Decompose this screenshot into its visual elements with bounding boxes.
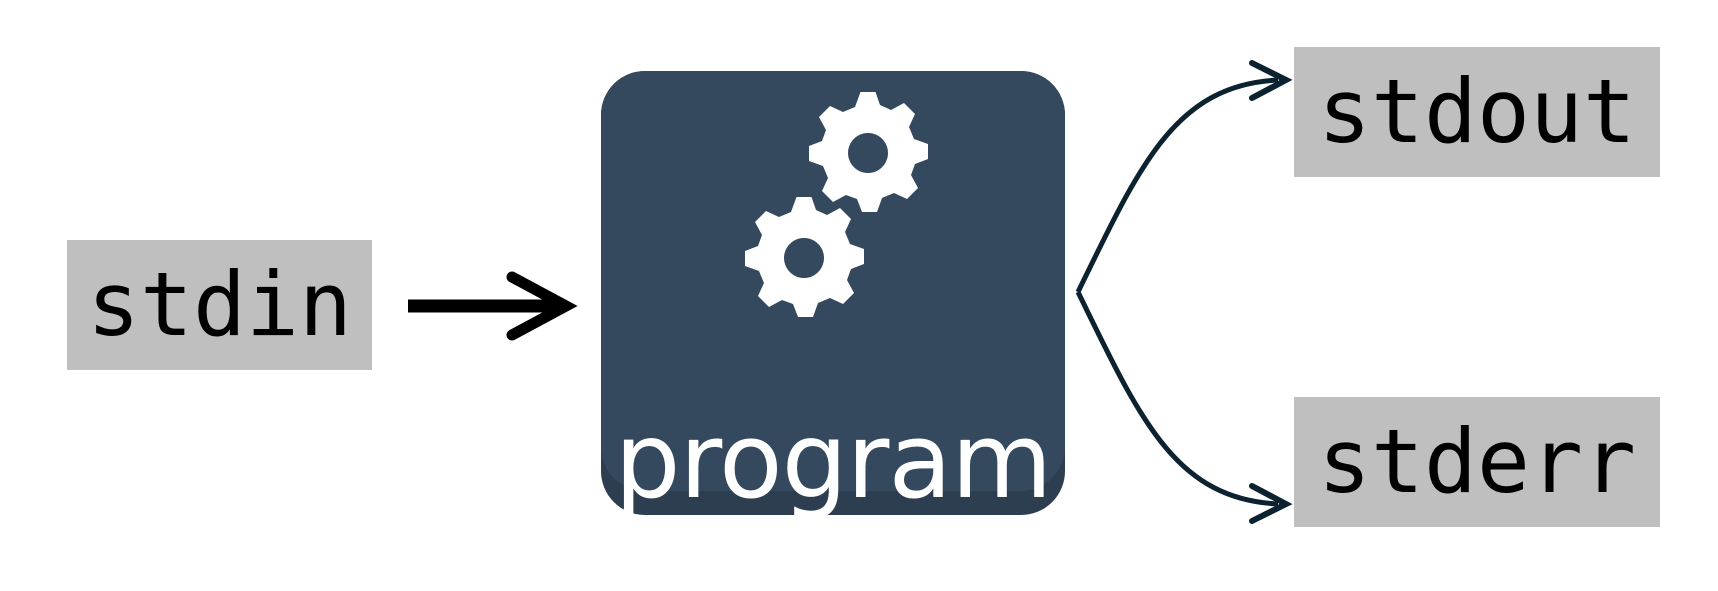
stdout-arrow — [1075, 60, 1293, 294]
stdin-label: stdin — [87, 253, 352, 356]
program-block: program — [601, 71, 1065, 515]
stdout-label: stdout — [1318, 60, 1636, 163]
stdin-box: stdin — [67, 240, 372, 370]
stderr-arrow — [1075, 290, 1293, 524]
stderr-box: stderr — [1294, 397, 1660, 527]
stderr-label: stderr — [1318, 410, 1636, 513]
program-label: program — [614, 400, 1053, 522]
stdout-box: stdout — [1294, 47, 1660, 177]
